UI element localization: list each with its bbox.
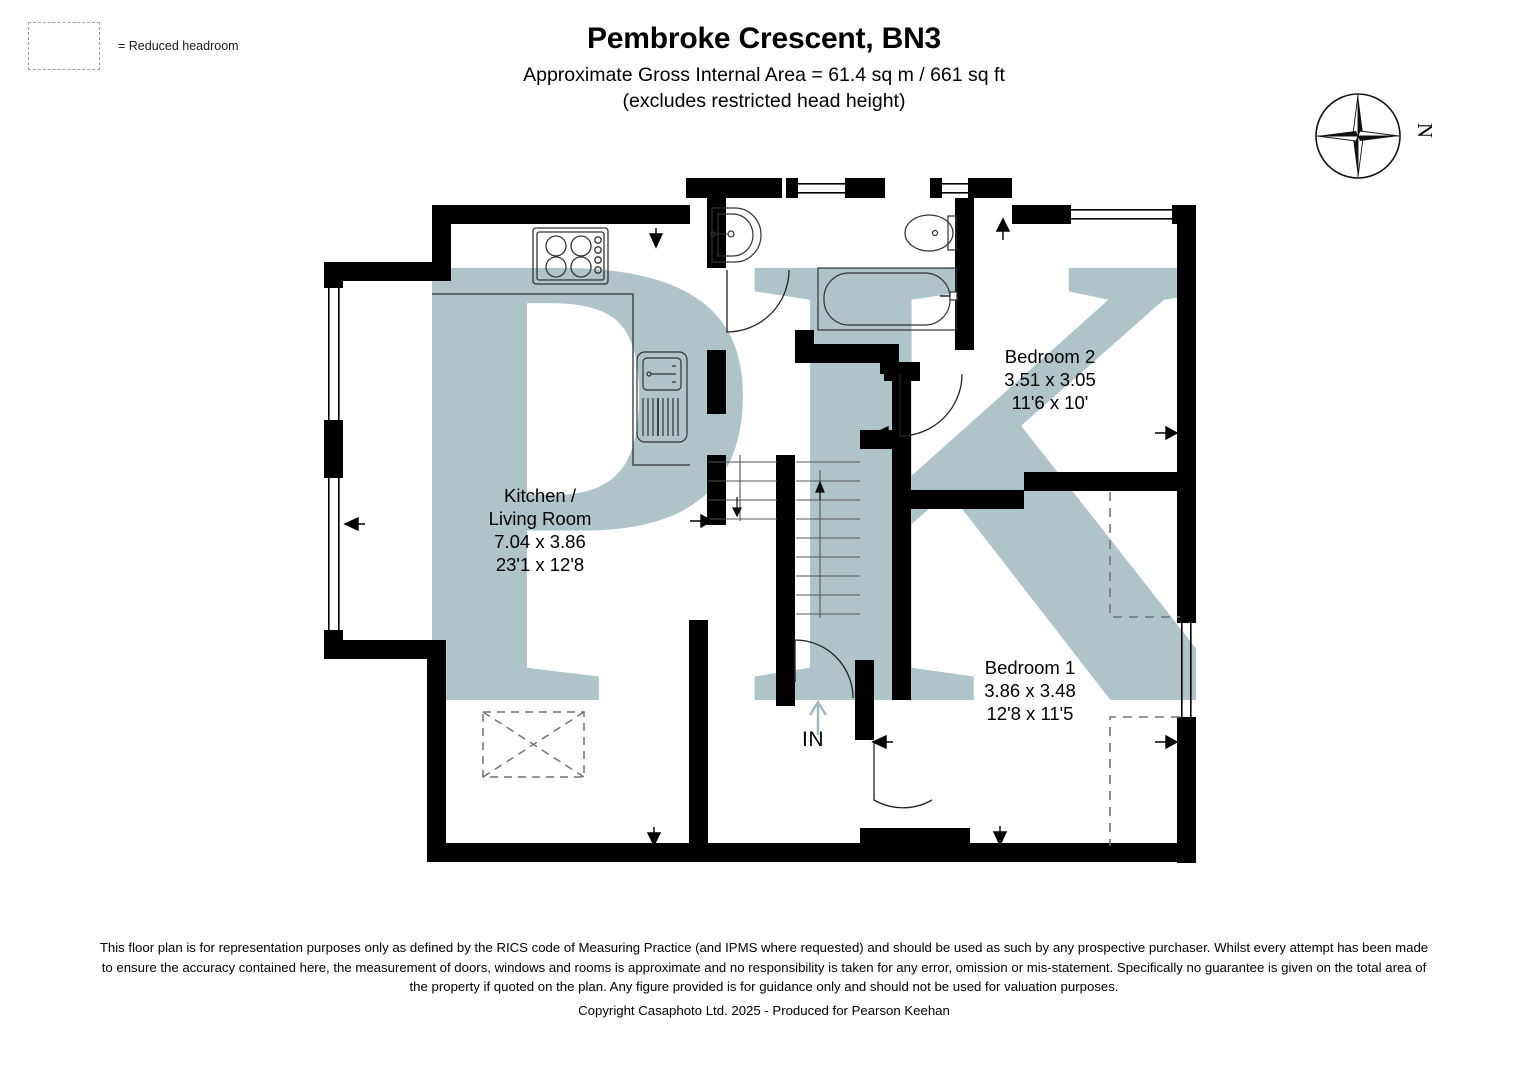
disclaimer-line-4: be used for valuation purposes. bbox=[934, 979, 1119, 994]
room-name-bedroom-2: Bedroom 2 bbox=[1004, 346, 1096, 367]
door-swing-bedroom2 bbox=[899, 373, 963, 437]
room-name-kitchen-living-line1: Kitchen / bbox=[504, 485, 576, 506]
room-label-bedroom-2: Bedroom 2 3.51 x 3.05 11'6 x 10' bbox=[930, 345, 1170, 414]
room-metric-kitchen-living: 7.04 x 3.86 bbox=[494, 531, 586, 552]
kitchen-worktop bbox=[432, 293, 690, 466]
staircase-up-icon bbox=[796, 461, 860, 618]
door-swing-hall bbox=[794, 639, 854, 699]
door-swings bbox=[726, 269, 963, 809]
kitchen-sink-icon bbox=[636, 351, 688, 443]
skylight-marker-icon bbox=[482, 711, 585, 778]
bathtub-icon bbox=[817, 267, 958, 331]
compass-rose: N bbox=[1312, 90, 1437, 182]
floor-plan-svg: P K bbox=[324, 178, 1196, 863]
disclaimer-line-1: This floor plan is for representation pu… bbox=[99, 940, 1146, 955]
entrance-label: IN bbox=[802, 728, 824, 751]
room-name-bedroom-1: Bedroom 1 bbox=[984, 657, 1076, 678]
room-imperial-bedroom-2: 11'6 x 10' bbox=[1011, 392, 1089, 413]
toilet-icon bbox=[904, 214, 957, 252]
room-name-kitchen-living-line2: Living Room bbox=[488, 508, 592, 529]
reduced-headroom-legend: = Reduced headroom bbox=[28, 22, 239, 70]
door-swing-bathroom-upper bbox=[726, 269, 790, 333]
room-metric-bedroom-2: 3.51 x 3.05 bbox=[1004, 369, 1096, 390]
reduced-headroom-zones bbox=[1109, 492, 1180, 846]
compass-rose-icon bbox=[1315, 93, 1401, 179]
room-imperial-kitchen-living: 23'1 x 12'8 bbox=[495, 554, 585, 575]
disclaimer-line-3: error, omission or mis-statement. Specif… bbox=[409, 959, 1427, 995]
room-label-bedroom-1: Bedroom 1 3.86 x 3.48 12'8 x 11'5 bbox=[910, 656, 1150, 725]
reduced-headroom-legend-label: = Reduced headroom bbox=[118, 39, 239, 53]
disclaimer-line-2: purchaser. Whilst every attempt has been… bbox=[101, 940, 1429, 975]
reduced-headroom-swatch bbox=[28, 22, 100, 70]
dimension-arrows bbox=[343, 217, 1179, 847]
wash-basin-icon bbox=[710, 207, 762, 263]
reduced-headroom-zone-lower bbox=[1109, 716, 1180, 846]
staircase-down-icon bbox=[708, 455, 777, 521]
entrance-arrow-icon bbox=[808, 699, 828, 735]
room-imperial-bedroom-1: 12'8 x 11'5 bbox=[986, 703, 1074, 724]
floor-plan-drawing: P K bbox=[324, 178, 1196, 863]
copyright-line: Copyright Casaphoto Ltd. 2025 - Produced… bbox=[578, 1002, 950, 1018]
room-metric-bedroom-1: 3.86 x 3.48 bbox=[984, 680, 1076, 701]
door-swing-bedroom1 bbox=[873, 742, 933, 809]
footer-disclaimer: This floor plan is for representation pu… bbox=[0, 938, 1528, 1020]
walls bbox=[324, 178, 1196, 863]
watermark-pk: P K bbox=[432, 178, 1196, 843]
room-label-kitchen-living: Kitchen / Living Room 7.04 x 3.86 23'1 x… bbox=[420, 484, 660, 576]
hob-icon bbox=[532, 227, 609, 285]
